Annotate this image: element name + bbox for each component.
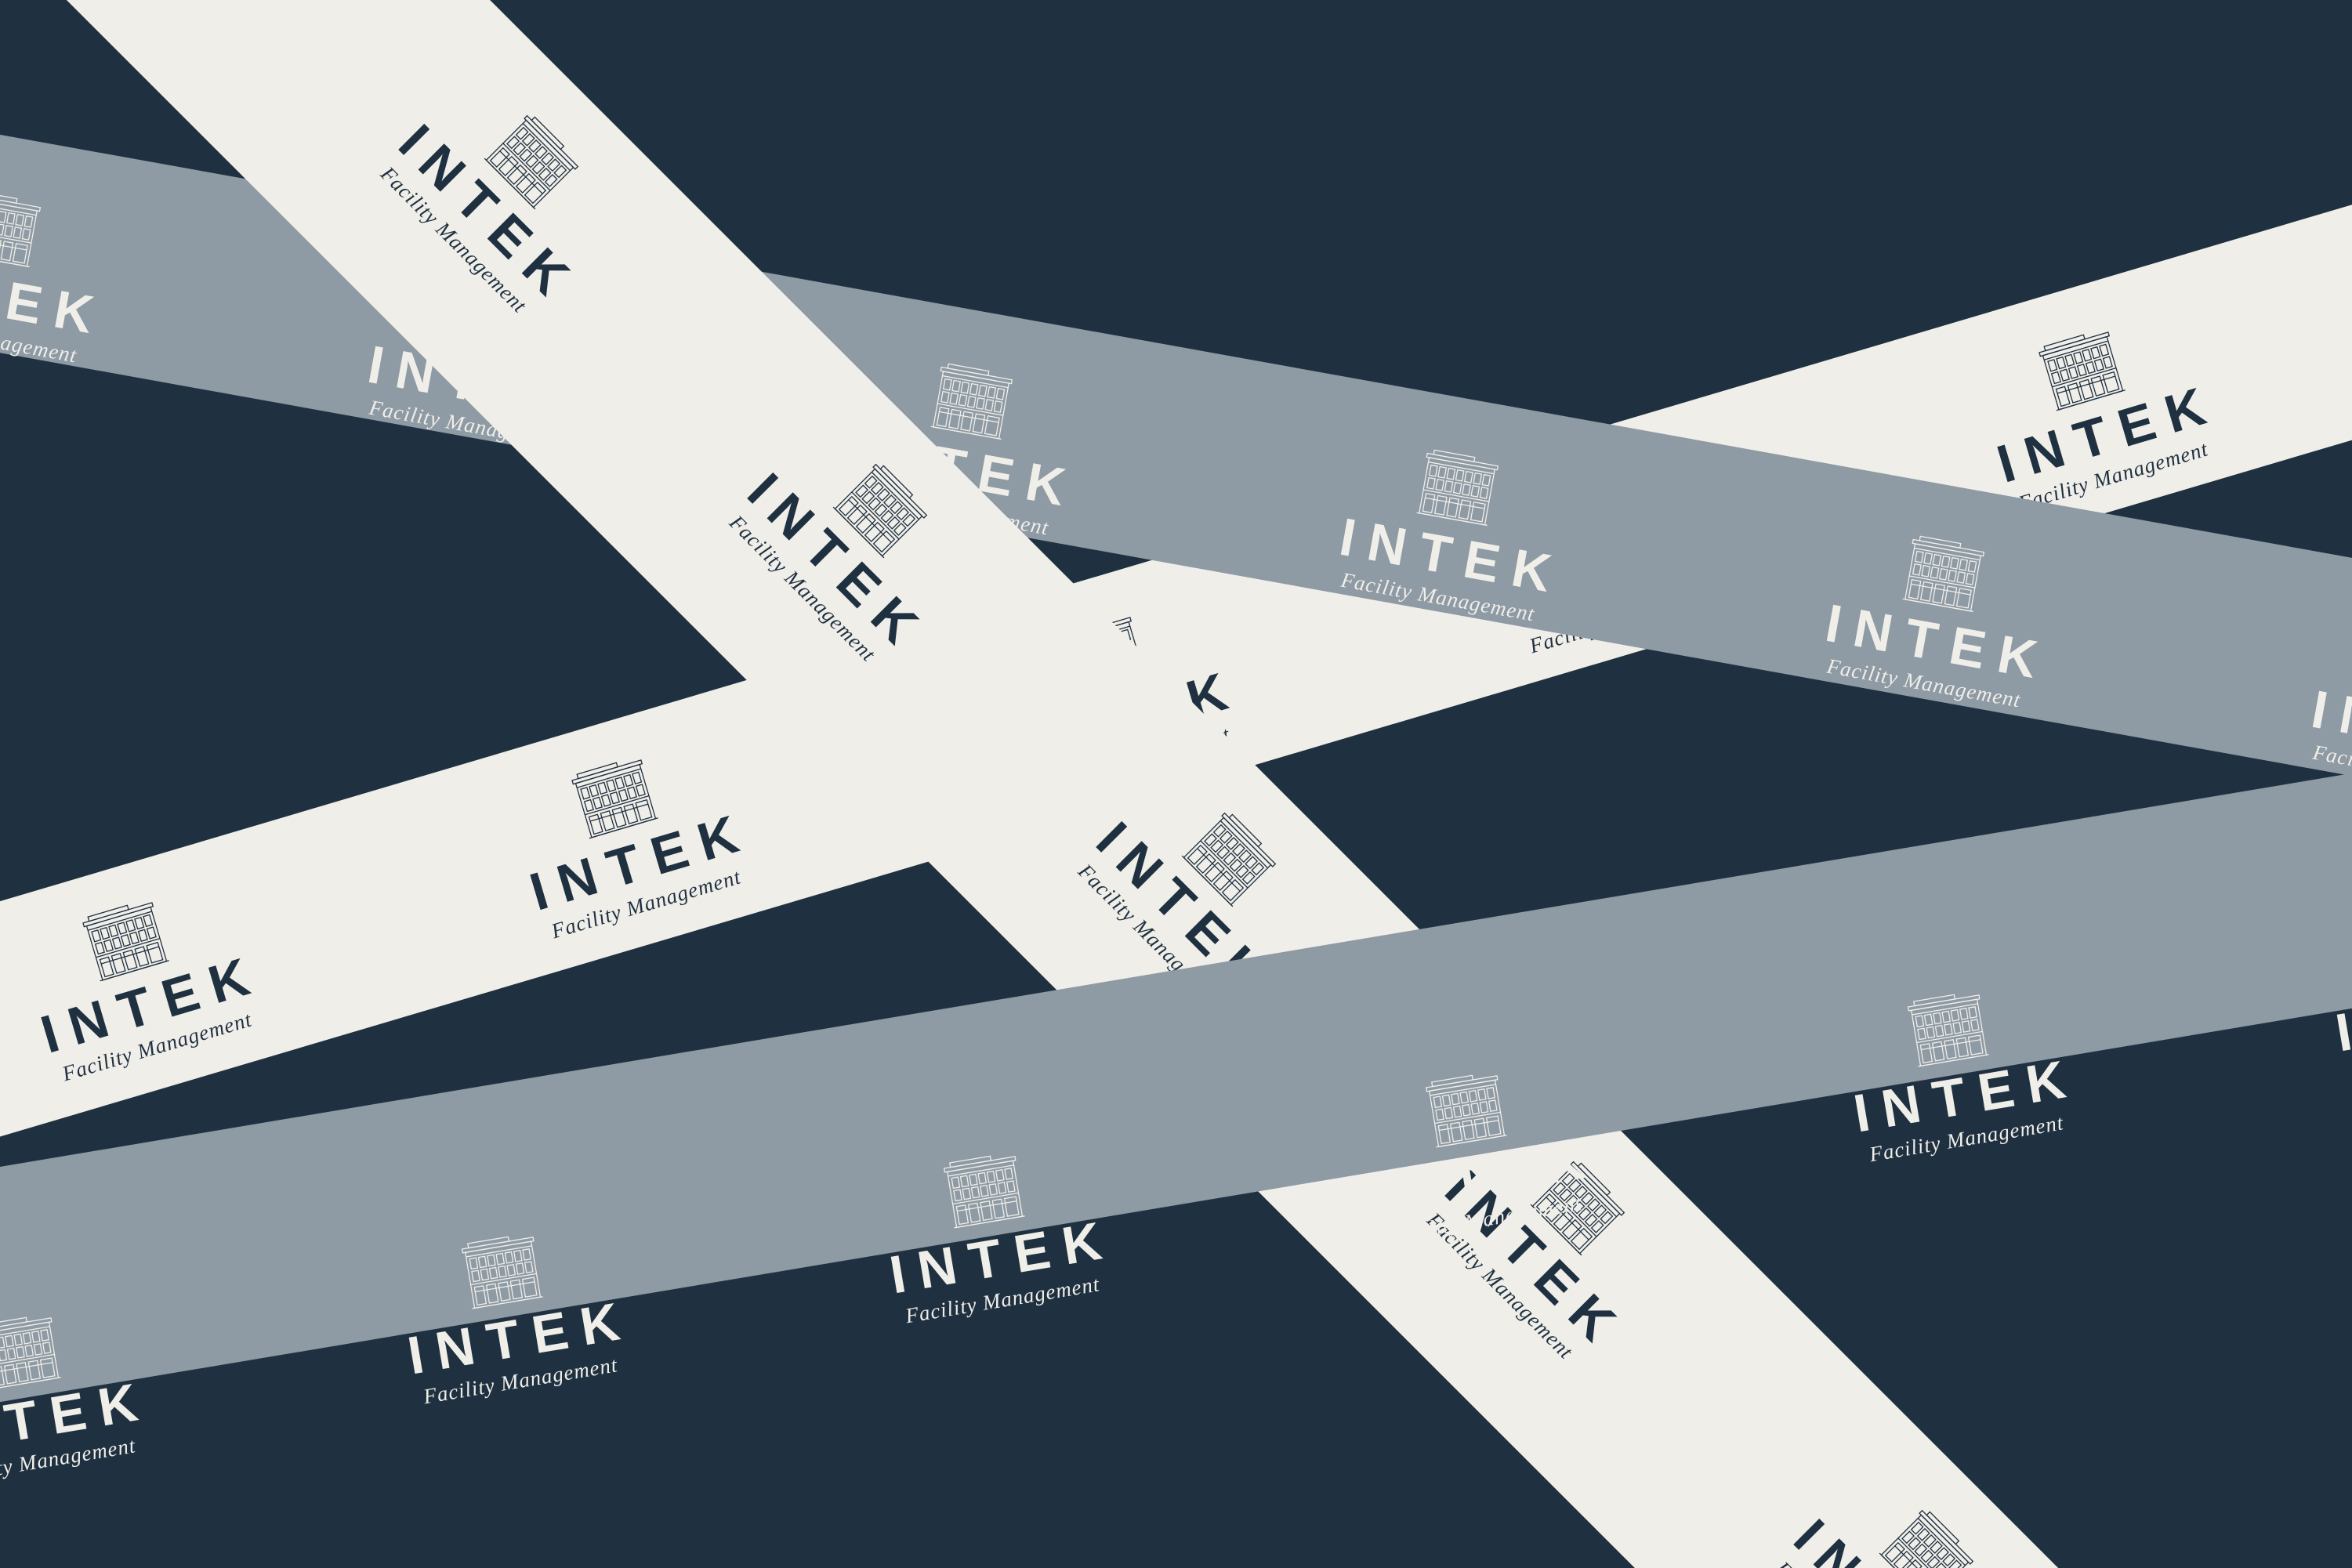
facility-management-tagline: Facility Management xyxy=(422,1353,620,1409)
facility-management-tagline: Facility Management xyxy=(904,1272,1102,1328)
facility-management-tagline: Facility Management xyxy=(1868,1110,2066,1167)
facility-management-tagline: Facility Management xyxy=(0,1433,138,1490)
